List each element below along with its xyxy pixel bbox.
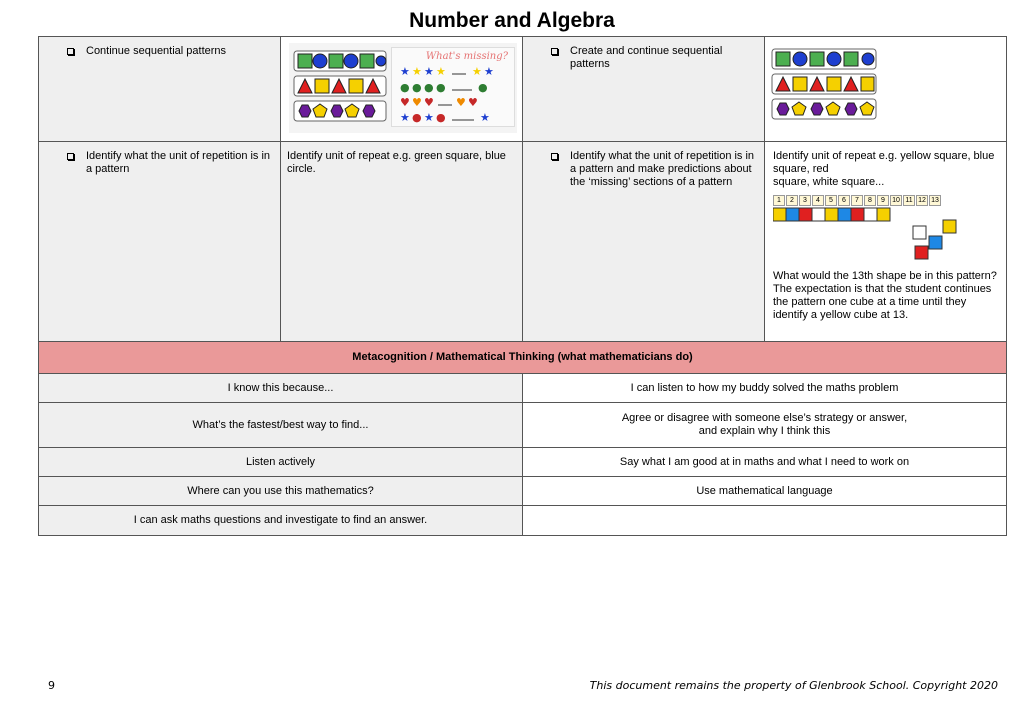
example-cell: Identify unit of repeat e.g. green squar…: [280, 141, 523, 342]
objective-text: Continue sequential patterns: [86, 45, 227, 57]
curriculum-table: Continue sequential patterns: [38, 36, 1007, 536]
number-cell: 2: [786, 195, 798, 206]
svg-text:★: ★: [472, 65, 482, 78]
example-text-line2: square, white square...: [773, 176, 885, 188]
checkbox-icon: [551, 48, 558, 55]
example-question: What would the 13th shape be in this pat…: [773, 270, 997, 321]
metacognition-heading: Metacognition / Mathematical Thinking (w…: [38, 341, 1007, 374]
footer-copyright: This document remains the property of Gl…: [589, 679, 998, 692]
svg-text:●: ●: [436, 111, 446, 124]
meta-item: Listen actively: [38, 447, 523, 477]
example-image-cell: What's missing? ★★ ★★ ★★ ●● ●● ● ♥♥ ♥♥ ♥: [280, 36, 523, 142]
objective-text: Create and continue sequential patterns: [570, 45, 723, 70]
meta-item: Agree or disagree with someone else’s st…: [522, 402, 1007, 448]
page-number: 9: [48, 679, 55, 692]
number-cell: 6: [838, 195, 850, 206]
svg-text:♥: ♥: [412, 96, 422, 109]
shape-pattern-icon: [771, 48, 877, 120]
svg-text:●: ●: [478, 81, 488, 94]
board-caption: What's missing?: [425, 51, 508, 62]
meta-item: Say what I am good at in maths and what …: [522, 447, 1007, 477]
table-row: Identify what the unit of repetition is …: [38, 141, 1007, 342]
table-row: Where can you use this mathematics? Use …: [38, 476, 1007, 506]
meta-item: I can ask maths questions and investigat…: [38, 505, 523, 536]
svg-text:●: ●: [400, 81, 410, 94]
number-cell: 10: [890, 195, 902, 206]
meta-item: What’s the fastest/best way to find...: [38, 402, 523, 448]
example-cell: Identify unit of repeat e.g. yellow squa…: [764, 141, 1007, 342]
shape-rows-image: [293, 47, 387, 129]
svg-text:♥: ♥: [400, 96, 410, 109]
meta-item: I know this because...: [38, 373, 523, 403]
number-cell: 13: [929, 195, 941, 206]
number-cell: 3: [799, 195, 811, 206]
whats-missing-board: What's missing? ★★ ★★ ★★ ●● ●● ● ♥♥ ♥♥ ♥: [391, 47, 515, 127]
table-row: Listen actively Say what I am good at in…: [38, 447, 1007, 477]
svg-text:★: ★: [400, 111, 410, 124]
svg-text:♥: ♥: [424, 96, 434, 109]
objective-text: Identify what the unit of repetition is …: [570, 150, 755, 188]
svg-text:★: ★: [480, 111, 490, 124]
svg-text:★: ★: [424, 65, 434, 78]
example-image-cell: [764, 36, 1007, 142]
meta-item-line1: Agree or disagree with someone else’s st…: [621, 412, 908, 424]
svg-text:●: ●: [412, 81, 422, 94]
objective-cell: Create and continue sequential patterns: [522, 36, 765, 142]
meta-item-line2: and explain why I think this: [698, 425, 831, 437]
example-text-line1: Identify unit of repeat e.g. yellow squa…: [773, 150, 995, 175]
example-text: Identify unit of repeat e.g. green squar…: [287, 150, 506, 175]
checkbox-icon: [67, 48, 74, 55]
table-row: I can ask maths questions and investigat…: [38, 505, 1007, 536]
svg-text:♥: ♥: [468, 96, 478, 109]
checkbox-icon: [551, 153, 558, 160]
table-row: Metacognition / Mathematical Thinking (w…: [38, 341, 1007, 374]
number-cell: 12: [916, 195, 928, 206]
objective-cell: Identify what the unit of repetition is …: [522, 141, 765, 342]
cube-pattern-icon: [772, 207, 957, 260]
number-cell: 7: [851, 195, 863, 206]
svg-text:★: ★: [436, 65, 446, 78]
objective-cell: Continue sequential patterns: [38, 36, 281, 142]
svg-text:●: ●: [412, 111, 422, 124]
number-cell: 5: [825, 195, 837, 206]
page-title: Number and Algebra: [409, 9, 615, 32]
number-cell: 9: [877, 195, 889, 206]
table-row: I know this because... I can listen to h…: [38, 373, 1007, 403]
svg-text:●: ●: [436, 81, 446, 94]
svg-text:★: ★: [424, 111, 434, 124]
number-cell: 8: [864, 195, 876, 206]
meta-item: [522, 505, 1007, 536]
number-cell: 4: [812, 195, 824, 206]
meta-item: I can listen to how my buddy solved the …: [522, 373, 1007, 403]
shape-pattern-icon: [293, 50, 387, 122]
pattern-photo: What's missing? ★★ ★★ ★★ ●● ●● ● ♥♥ ♥♥ ♥: [289, 43, 517, 133]
number-strip: 1 2 3 4 5 6 7 8 9 10 11 12 13: [773, 195, 1000, 206]
objective-text: Identify what the unit of repetition is …: [86, 150, 271, 175]
svg-text:★: ★: [412, 65, 422, 78]
meta-item: Use mathematical language: [522, 476, 1007, 506]
table-row: Continue sequential patterns: [38, 36, 1007, 142]
table-row: What’s the fastest/best way to find... A…: [38, 402, 1007, 448]
svg-text:♥: ♥: [456, 96, 466, 109]
svg-text:★: ★: [400, 65, 410, 78]
objective-cell: Identify what the unit of repetition is …: [38, 141, 281, 342]
meta-item: Where can you use this mathematics?: [38, 476, 523, 506]
checkbox-icon: [67, 153, 74, 160]
number-cell: 1: [773, 195, 785, 206]
svg-text:●: ●: [424, 81, 434, 94]
svg-text:★: ★: [484, 65, 494, 78]
number-cell: 11: [903, 195, 915, 206]
stars-pattern-icon: ★★ ★★ ★★ ●● ●● ● ♥♥ ♥♥ ♥ ★● ★● ★: [400, 65, 494, 124]
